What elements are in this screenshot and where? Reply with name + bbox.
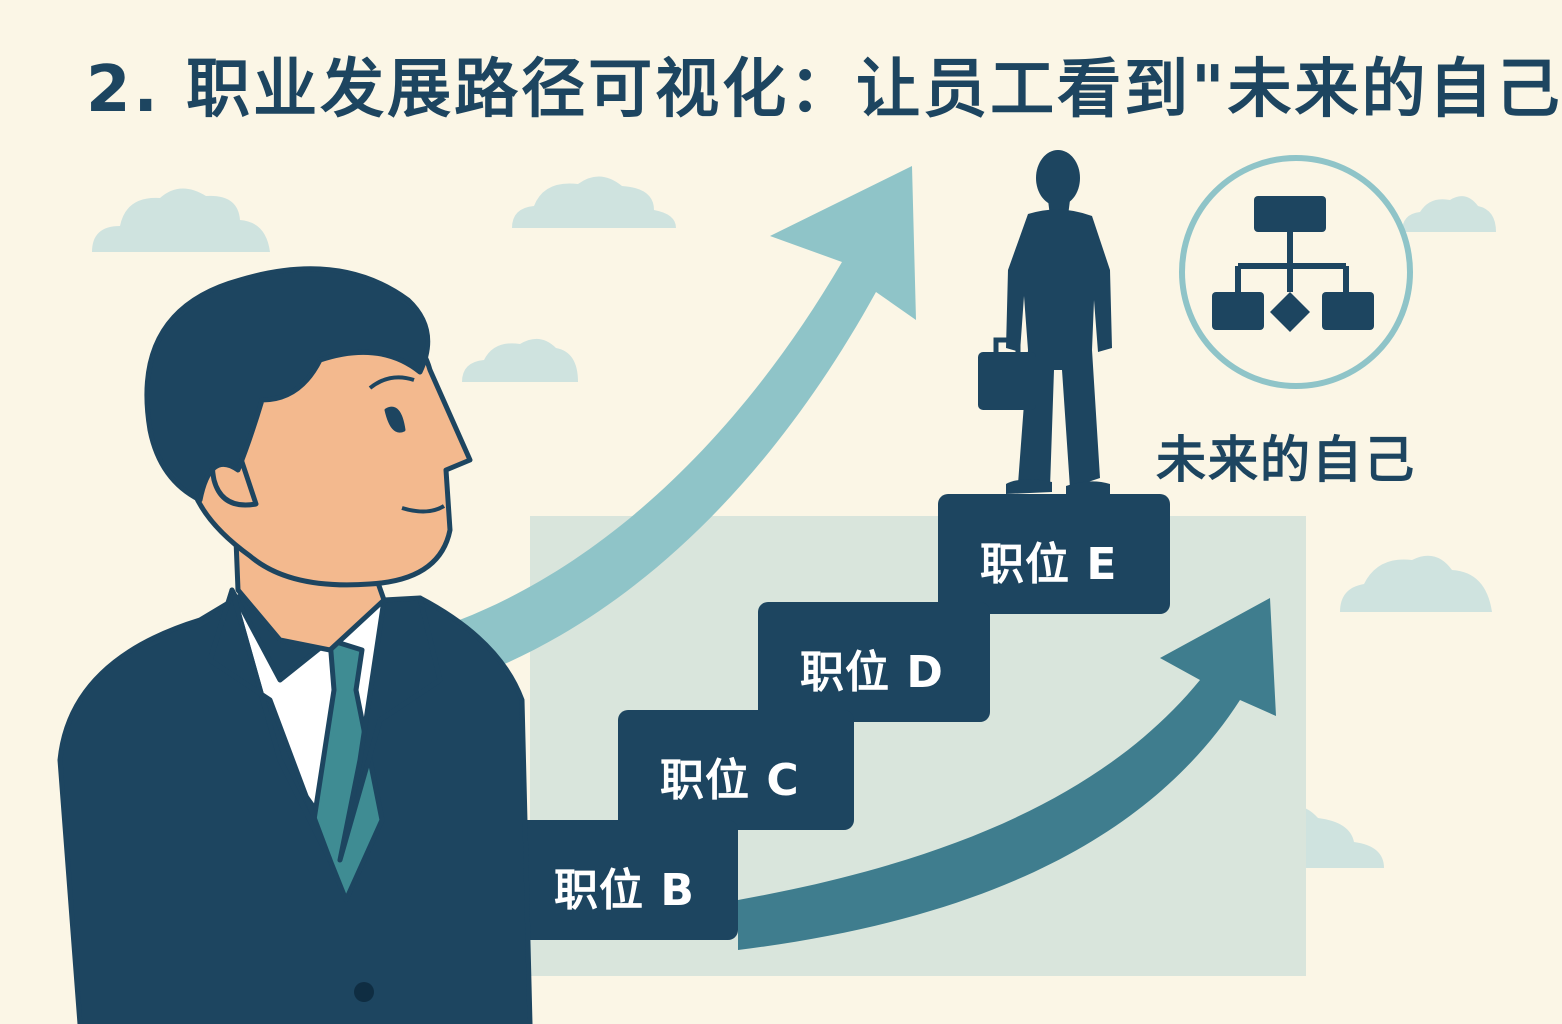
cloud-icon bbox=[1340, 555, 1492, 612]
stair-step-d bbox=[758, 602, 990, 722]
growth-arrow-icon bbox=[738, 598, 1276, 950]
stair-step-e bbox=[938, 494, 1170, 614]
step-label-b: 职位 B bbox=[554, 865, 695, 916]
step-label-e: 职位 E bbox=[980, 539, 1118, 590]
briefcase-icon bbox=[978, 352, 1036, 410]
step-label-c: 职位 C bbox=[660, 755, 800, 806]
cloud-icon bbox=[462, 338, 578, 382]
step-label-d: 职位 D bbox=[800, 647, 944, 698]
org-chart-icon bbox=[1179, 155, 1413, 389]
future-self-label: 未来的自己 bbox=[1156, 431, 1416, 489]
cloud-icon bbox=[92, 188, 270, 252]
stair-step-c bbox=[618, 710, 854, 830]
businessman bbox=[57, 266, 533, 1024]
page-title: 2. 职业发展路径可视化：让员工看到"未来的自己 bbox=[86, 53, 1562, 127]
cloud-icon bbox=[512, 176, 676, 228]
future-self-silhouette bbox=[978, 150, 1112, 494]
cloud-icon bbox=[1402, 196, 1496, 232]
